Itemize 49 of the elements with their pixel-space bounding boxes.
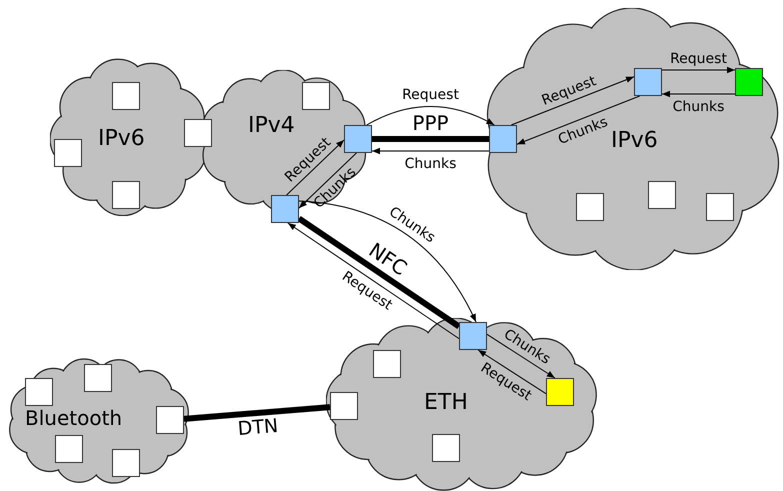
network-label: Bluetooth (25, 408, 122, 428)
network-label: IPv4 (248, 115, 295, 137)
node-square (432, 434, 460, 462)
node-square (344, 125, 372, 153)
link-line (372, 136, 489, 142)
node-square (546, 378, 574, 406)
node-square (459, 322, 487, 350)
arrow (510, 76, 634, 126)
network-label: IPv6 (98, 128, 145, 150)
edge-label: DTN (237, 416, 280, 440)
arrow (286, 139, 344, 196)
node-square (373, 350, 401, 378)
arrow (366, 106, 495, 126)
node-square (55, 435, 83, 463)
arrow (287, 222, 460, 340)
node-square (184, 119, 212, 147)
network-label: ETH (424, 392, 468, 414)
edge-label: Request (402, 88, 459, 102)
network-label: IPv6 (611, 130, 658, 152)
node-square (112, 82, 140, 110)
node-square (271, 195, 299, 223)
arrow (372, 148, 490, 154)
node-square (54, 139, 82, 167)
node-square (25, 378, 53, 406)
arrow (298, 200, 477, 322)
node-square (302, 82, 330, 110)
link-line (184, 404, 330, 422)
edge-label: PPP (412, 113, 449, 133)
node-square (84, 364, 112, 392)
node-square (156, 406, 184, 434)
node-square (634, 68, 662, 96)
arrow (478, 350, 546, 394)
edge-label: Chunks (672, 100, 724, 114)
node-square (489, 125, 517, 153)
arrow (662, 66, 736, 74)
arrow (486, 334, 556, 378)
arrow (298, 152, 357, 209)
arrow (662, 90, 736, 98)
link-line (297, 216, 461, 330)
edge-label: Request (670, 52, 727, 66)
node-square (112, 181, 140, 209)
node-square (735, 68, 763, 96)
arrow (516, 96, 640, 145)
node-square (576, 193, 604, 221)
node-square (112, 449, 140, 477)
node-square (706, 193, 734, 221)
edge-label: Chunks (404, 157, 456, 171)
node-square (648, 181, 676, 209)
node-square (330, 392, 358, 420)
